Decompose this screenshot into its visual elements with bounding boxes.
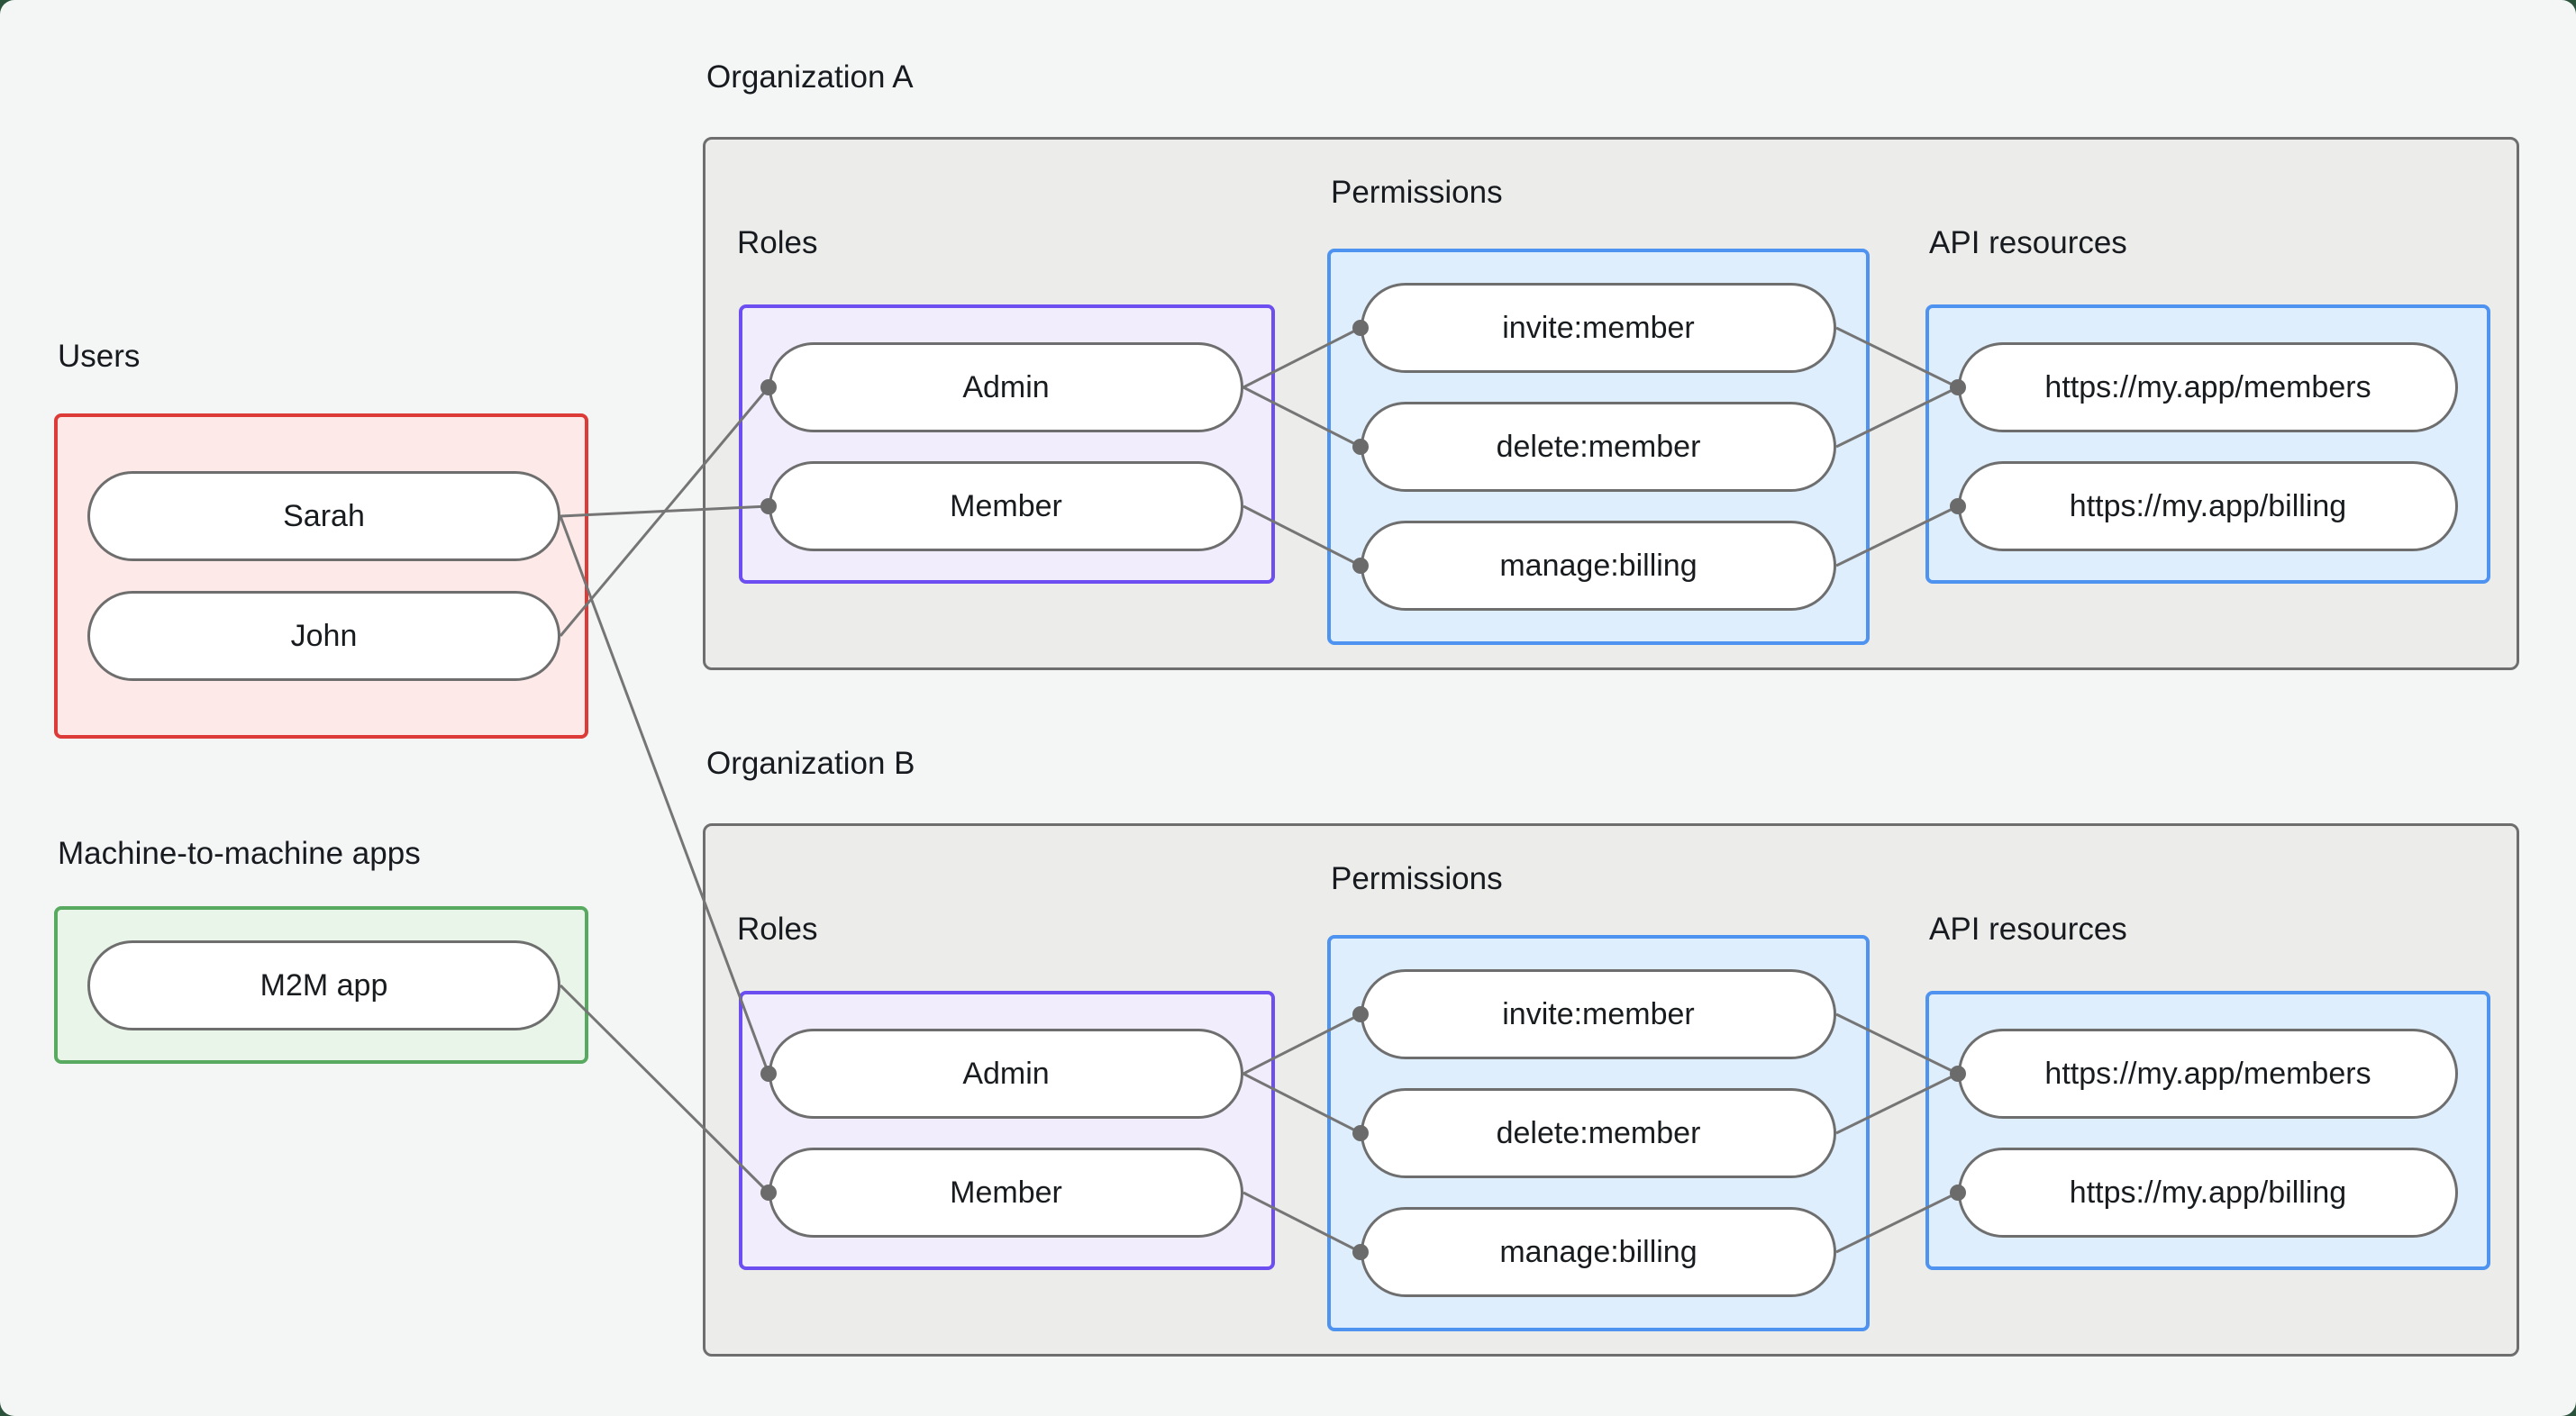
- org-b-permission-manage-billing: manage:billing: [1361, 1207, 1836, 1297]
- org-a-title: Organization A: [706, 59, 914, 95]
- org-a-api-billing: https://my.app/billing: [1958, 461, 2458, 551]
- m2m-app-node: M2M app: [87, 940, 560, 1030]
- org-b-api-billing: https://my.app/billing: [1958, 1148, 2458, 1238]
- org-a-permissions-label: Permissions: [1331, 175, 1503, 210]
- users-group-box: [54, 413, 588, 739]
- org-b-role-admin: Admin: [769, 1029, 1243, 1119]
- org-b-api-members: https://my.app/members: [1958, 1029, 2458, 1119]
- org-b-permission-delete-member: delete:member: [1361, 1088, 1836, 1178]
- org-a-permission-manage-billing: manage:billing: [1361, 521, 1836, 611]
- user-node-john: John: [87, 591, 560, 681]
- org-b-permission-invite-member: invite:member: [1361, 969, 1836, 1059]
- org-a-role-admin: Admin: [769, 342, 1243, 432]
- org-a-api-members: https://my.app/members: [1958, 342, 2458, 432]
- org-a-permission-delete-member: delete:member: [1361, 402, 1836, 492]
- org-a-api-label: API resources: [1929, 225, 2127, 260]
- org-b-roles-label: Roles: [737, 912, 818, 947]
- org-b-role-member: Member: [769, 1148, 1243, 1238]
- org-a-roles-label: Roles: [737, 225, 818, 260]
- org-a-permission-invite-member: invite:member: [1361, 283, 1836, 373]
- org-b-permissions-label: Permissions: [1331, 861, 1503, 896]
- user-node-sarah: Sarah: [87, 471, 560, 561]
- org-b-api-label: API resources: [1929, 912, 2127, 947]
- org-b-title: Organization B: [706, 746, 915, 781]
- m2m-group-label: Machine-to-machine apps: [58, 836, 421, 871]
- users-group-label: Users: [58, 339, 141, 374]
- org-a-role-member: Member: [769, 461, 1243, 551]
